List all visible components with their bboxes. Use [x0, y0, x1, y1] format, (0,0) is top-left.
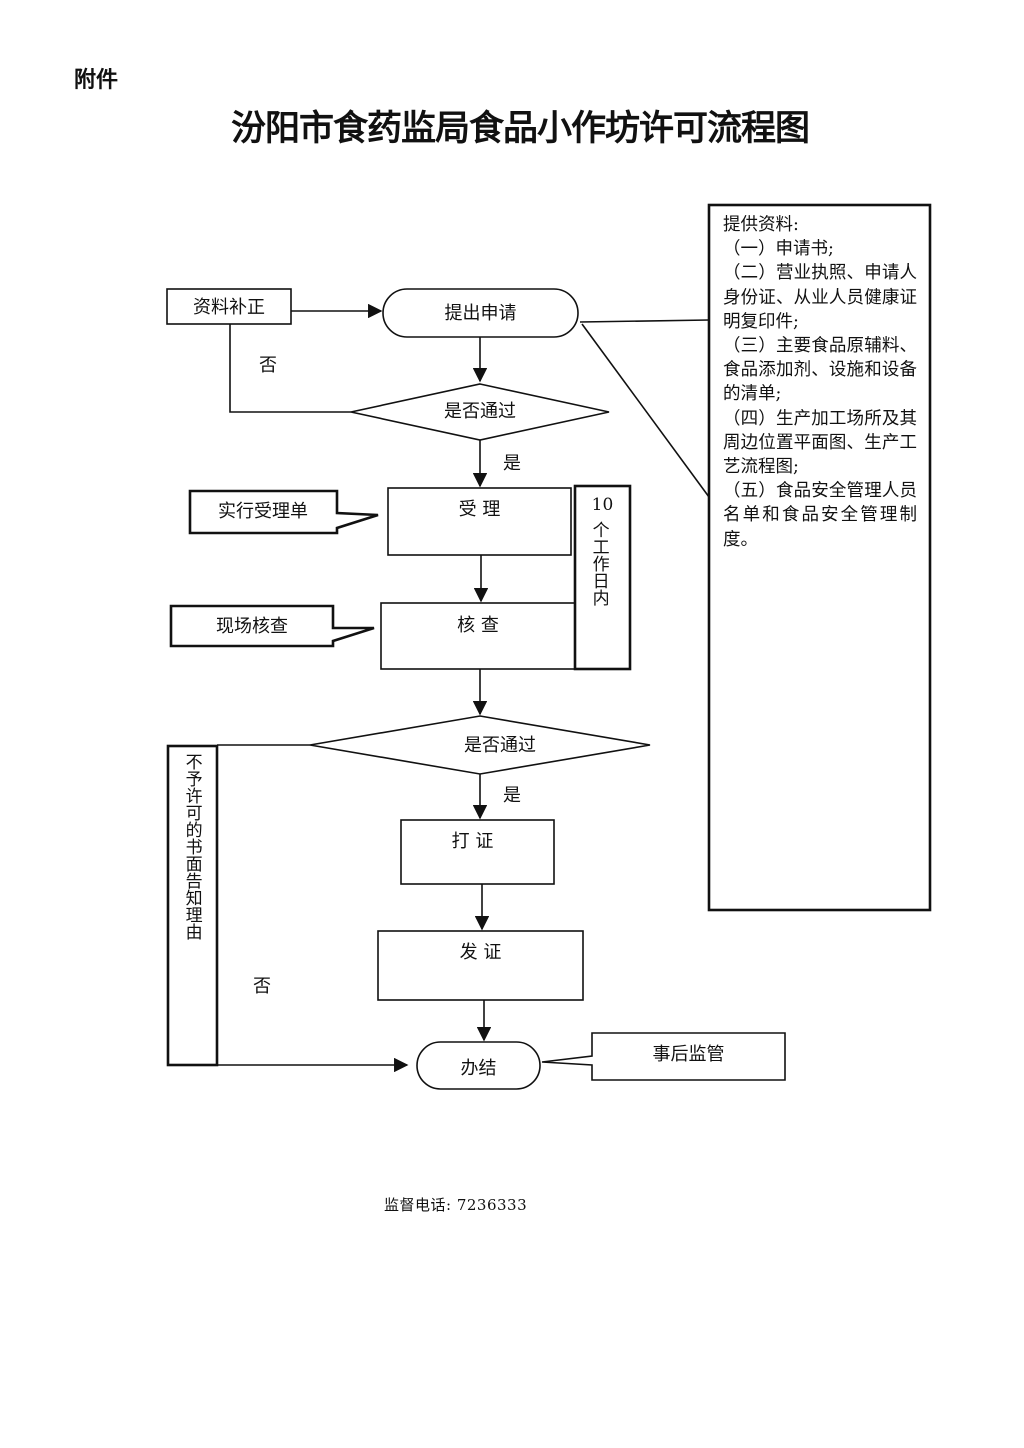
finish-label: 办结	[460, 1058, 497, 1079]
time-limit-text: 个工作日内	[588, 521, 609, 606]
supervise-callout	[541, 1032, 786, 1081]
materials-item: （五）食品安全管理人员名单和食品安全管理制度。	[723, 481, 917, 550]
materials-list: 提供资料: （一）申请书; （二）营业执照、申请人身份证、从业人员健康证明复印件…	[723, 213, 917, 552]
supervise-label: 事后监管	[652, 1044, 725, 1065]
accept-box	[387, 487, 572, 556]
materials-item: （三）主要食品原辅料、食品添加剂、设施和设备的清单;	[723, 336, 917, 405]
decision-2-label: 是否通过	[464, 735, 536, 756]
yes-label-1: 是	[503, 453, 521, 474]
finish-terminal	[416, 1041, 541, 1090]
materials-item: （一）申请书;	[723, 239, 834, 260]
refuse-text: 不予许可的书面告知理由	[181, 753, 202, 940]
accept-note-callout	[188, 489, 379, 535]
issue-cert-box	[377, 930, 584, 1001]
inspect-note-label: 现场核查	[216, 616, 288, 637]
accept-label: 受 理	[458, 499, 501, 520]
materials-heading: 提供资料:	[723, 215, 799, 235]
materials-item: （二）营业执照、申请人身份证、从业人员健康证明复印件;	[723, 263, 917, 332]
inspect-box	[380, 602, 576, 670]
print-cert-label: 打 证	[451, 831, 494, 852]
yes-label-2: 是	[503, 785, 521, 806]
apply-label: 提出申请	[444, 303, 517, 324]
decision-1-label: 是否通过	[444, 401, 516, 422]
inspect-label: 核 查	[457, 615, 499, 636]
supervision-phone: 监督电话: 7236333	[384, 1196, 528, 1214]
accept-note-label: 实行受理单	[218, 501, 308, 522]
no-label-1: 否	[259, 355, 277, 376]
refuse-box	[166, 744, 219, 1067]
attachment-label: 附件	[74, 68, 119, 93]
inspect-note-callout	[169, 604, 375, 648]
materials-box	[707, 203, 932, 912]
time-limit-number: 10	[591, 495, 614, 515]
print-cert-box	[400, 819, 555, 885]
time-limit-box	[573, 484, 632, 671]
no-label-2: 否	[253, 976, 271, 997]
issue-cert-label: 发 证	[459, 942, 502, 963]
page-title: 汾阳市食药监局食品小作坊许可流程图	[230, 109, 810, 149]
supplement-box	[166, 288, 292, 325]
supplement-label: 资料补正	[193, 297, 265, 318]
materials-item: （四）生产加工场所及其周边位置平面图、生产工艺流程图;	[723, 408, 917, 478]
